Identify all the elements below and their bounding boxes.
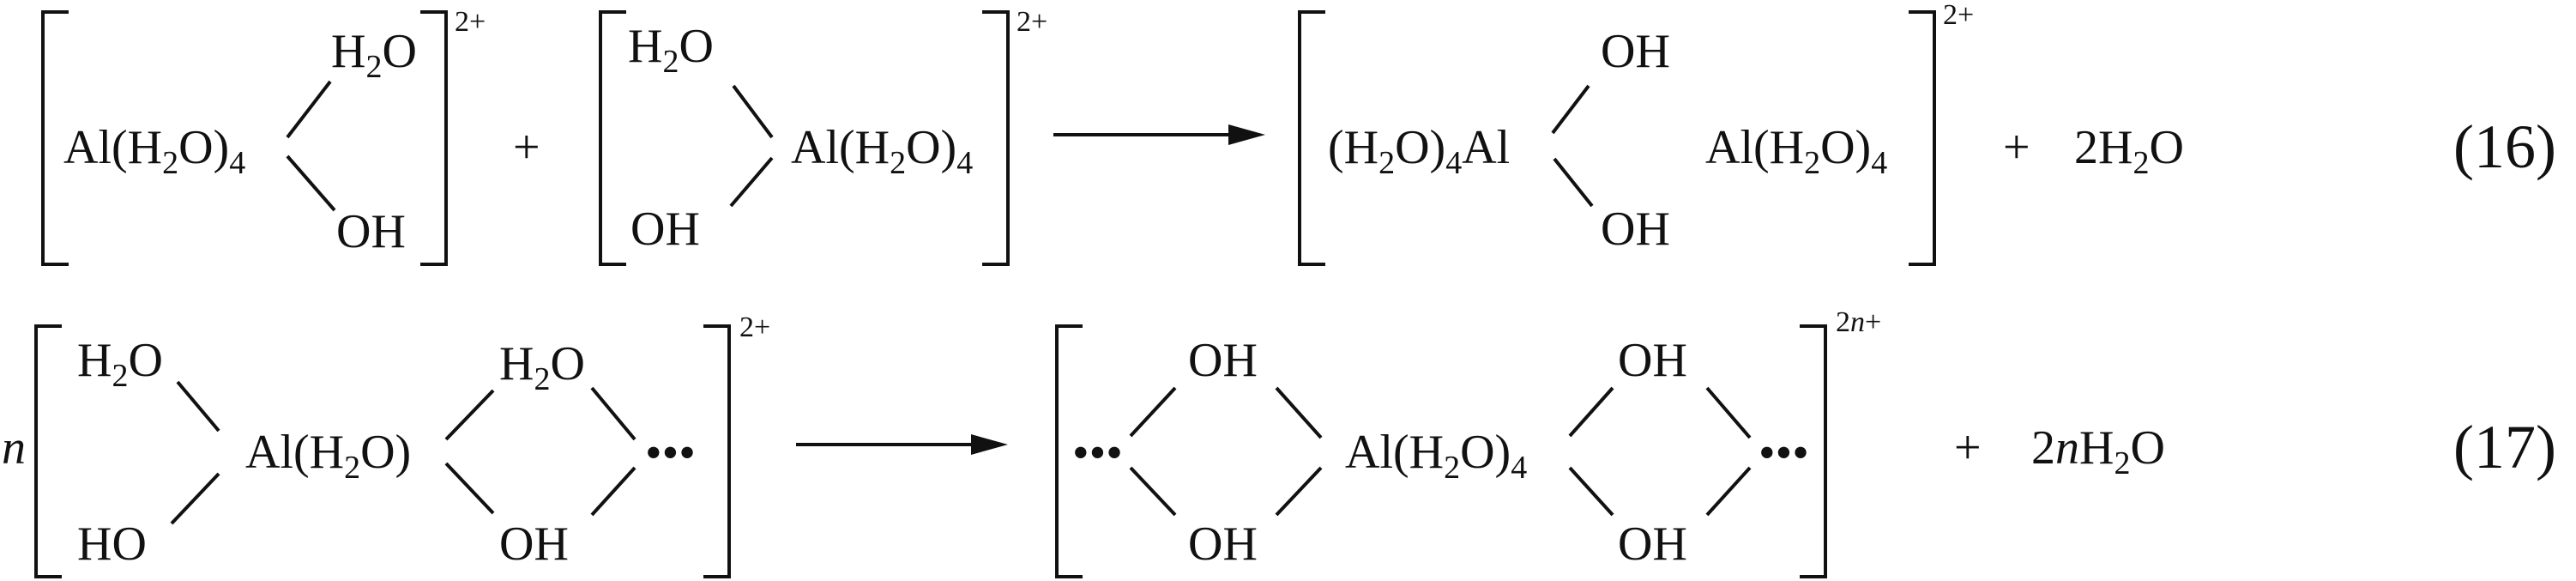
eq17-product: ••• OH OH Al(H2O)4 OH OH ••• 2n+ (1055, 306, 1881, 578)
eq17-reactant-bond-dots-top (590, 386, 636, 441)
eq17-product-bond-ltl (1129, 386, 1177, 438)
eq16-product-right-group: Al(H2O)4 (1705, 121, 1887, 181)
eq17-reactant-al-center: Al(H2O) (245, 426, 411, 486)
eq16-water-product: 2H2O (2074, 121, 2184, 181)
eq17-reactant-hydroxide-left: HO (77, 517, 147, 571)
eq17-product-bond-lbl (1129, 466, 1177, 517)
eq16-b-hydroxide-ligand: OH (630, 203, 700, 256)
eq16-b-bond-top (732, 84, 774, 139)
eq16-reaction-arrow (1053, 124, 1265, 145)
eq16-reactant-a: Al(H2O)4 H2O OH 2+ (41, 6, 486, 266)
eq16-a-water-ligand: H2O (331, 25, 417, 85)
eq17-product-left-bracket (1055, 324, 1083, 578)
eq16-b-right-bracket (982, 10, 1010, 266)
eq17-reactant-water-left: H2O (77, 334, 163, 394)
eq17-product-chain-ellipsis-left: ••• (1072, 427, 1123, 480)
eq17-product-right-bracket (1800, 324, 1827, 578)
eq16-a-charge: 2+ (455, 6, 486, 38)
eq17-reactant: H2O HO Al(H2O) H2O OH ••• 2+ (34, 312, 770, 578)
eq17-product-chain-ellipsis-right: ••• (1759, 427, 1809, 480)
eq17-reaction-arrow (796, 434, 1008, 455)
eq16-b-bond-bottom (729, 156, 774, 208)
eq16-product-hydroxide-bottom: OH (1601, 203, 1670, 256)
eq17-product-hydroxide-tl: OH (1188, 334, 1258, 387)
eq16-number: (16) (2453, 112, 2556, 181)
eq16-product-bond-bottom (1553, 157, 1594, 208)
eq17-product-bond-cbr (1568, 466, 1614, 517)
eq17-reactant-bond-br (444, 462, 495, 515)
eq17-product-al-center: Al(H2O)4 (1345, 426, 1527, 486)
eq16-a-right-bracket (420, 10, 448, 266)
eq17-product-bond-ctl (1275, 386, 1323, 439)
eq16-reactant-b: H2O OH Al(H2O)4 2+ (599, 6, 1047, 266)
eq17-product-hydroxide-tr: OH (1618, 334, 1687, 387)
eq17-product-bond-cbl (1275, 466, 1323, 517)
eq16-plus-1: + (513, 121, 540, 174)
eq17-product-hydroxide-br: OH (1618, 517, 1687, 571)
eq16-a-left-bracket (41, 10, 69, 266)
eq16-a-bond-top (286, 80, 332, 139)
eq16-product-bond-top (1551, 84, 1590, 135)
eq17-reactant-bond-dots-bottom (590, 466, 636, 517)
eq17-reactant-left-bracket (34, 324, 62, 578)
eq16-b-al-group: Al(H2O)4 (791, 121, 973, 181)
eq16-product-charge: 2+ (1943, 0, 1974, 31)
eq16-product: (H2O)4Al OH OH Al(H2O)4 2+ (1298, 0, 1974, 266)
equation-17: n H2O HO Al(H2O) H2O OH ••• 2+ (2, 306, 2556, 578)
eq16-product-right-bracket (1909, 10, 1936, 266)
eq17-reactant-water-right: H2O (499, 337, 585, 397)
eq17-plus: + (1954, 421, 1982, 475)
eq17-product-bond-rbr (1705, 466, 1752, 517)
equation-16: Al(H2O)4 H2O OH 2+ + H2O OH Al(H2O)4 2+ (41, 0, 2556, 266)
eq17-number: (17) (2453, 413, 2556, 481)
eq17-water-product: 2nH2O (2031, 421, 2165, 481)
eq16-a-bond-bottom (286, 154, 336, 212)
eq17-reactant-hydroxide-right: OH (499, 517, 569, 571)
eq17-product-hydroxide-bl: OH (1188, 517, 1258, 571)
eq17-product-charge: 2n+ (1836, 306, 1881, 338)
eq17-reactant-right-bracket (703, 324, 731, 578)
eq16-a-hydroxide-ligand: OH (336, 205, 406, 258)
eq17-product-bond-ctr (1568, 386, 1614, 438)
eq17-reactant-bond-tr (444, 389, 495, 441)
eq17-reactant-bond-bl (170, 472, 220, 525)
eq16-b-charge: 2+ (1017, 6, 1047, 38)
eq17-reactant-charge: 2+ (739, 312, 770, 343)
eq17-reactant-chain-ellipsis: ••• (645, 427, 696, 480)
eq17-reactant-bond-tl (176, 380, 220, 433)
eq16-plus-2: + (2003, 121, 2030, 174)
eq16-b-water-ligand: H2O (628, 20, 714, 80)
eq16-b-left-bracket (599, 10, 626, 266)
eq16-product-left-bracket (1298, 10, 1325, 266)
eq17-product-bond-rtr (1705, 386, 1752, 439)
eq16-a-al-group: Al(H2O)4 (63, 121, 245, 181)
eq17-n-coefficient: n (2, 421, 26, 475)
eq16-product-left-group: (H2O)4Al (1328, 121, 1510, 181)
eq16-product-hydroxide-top: OH (1601, 25, 1670, 78)
